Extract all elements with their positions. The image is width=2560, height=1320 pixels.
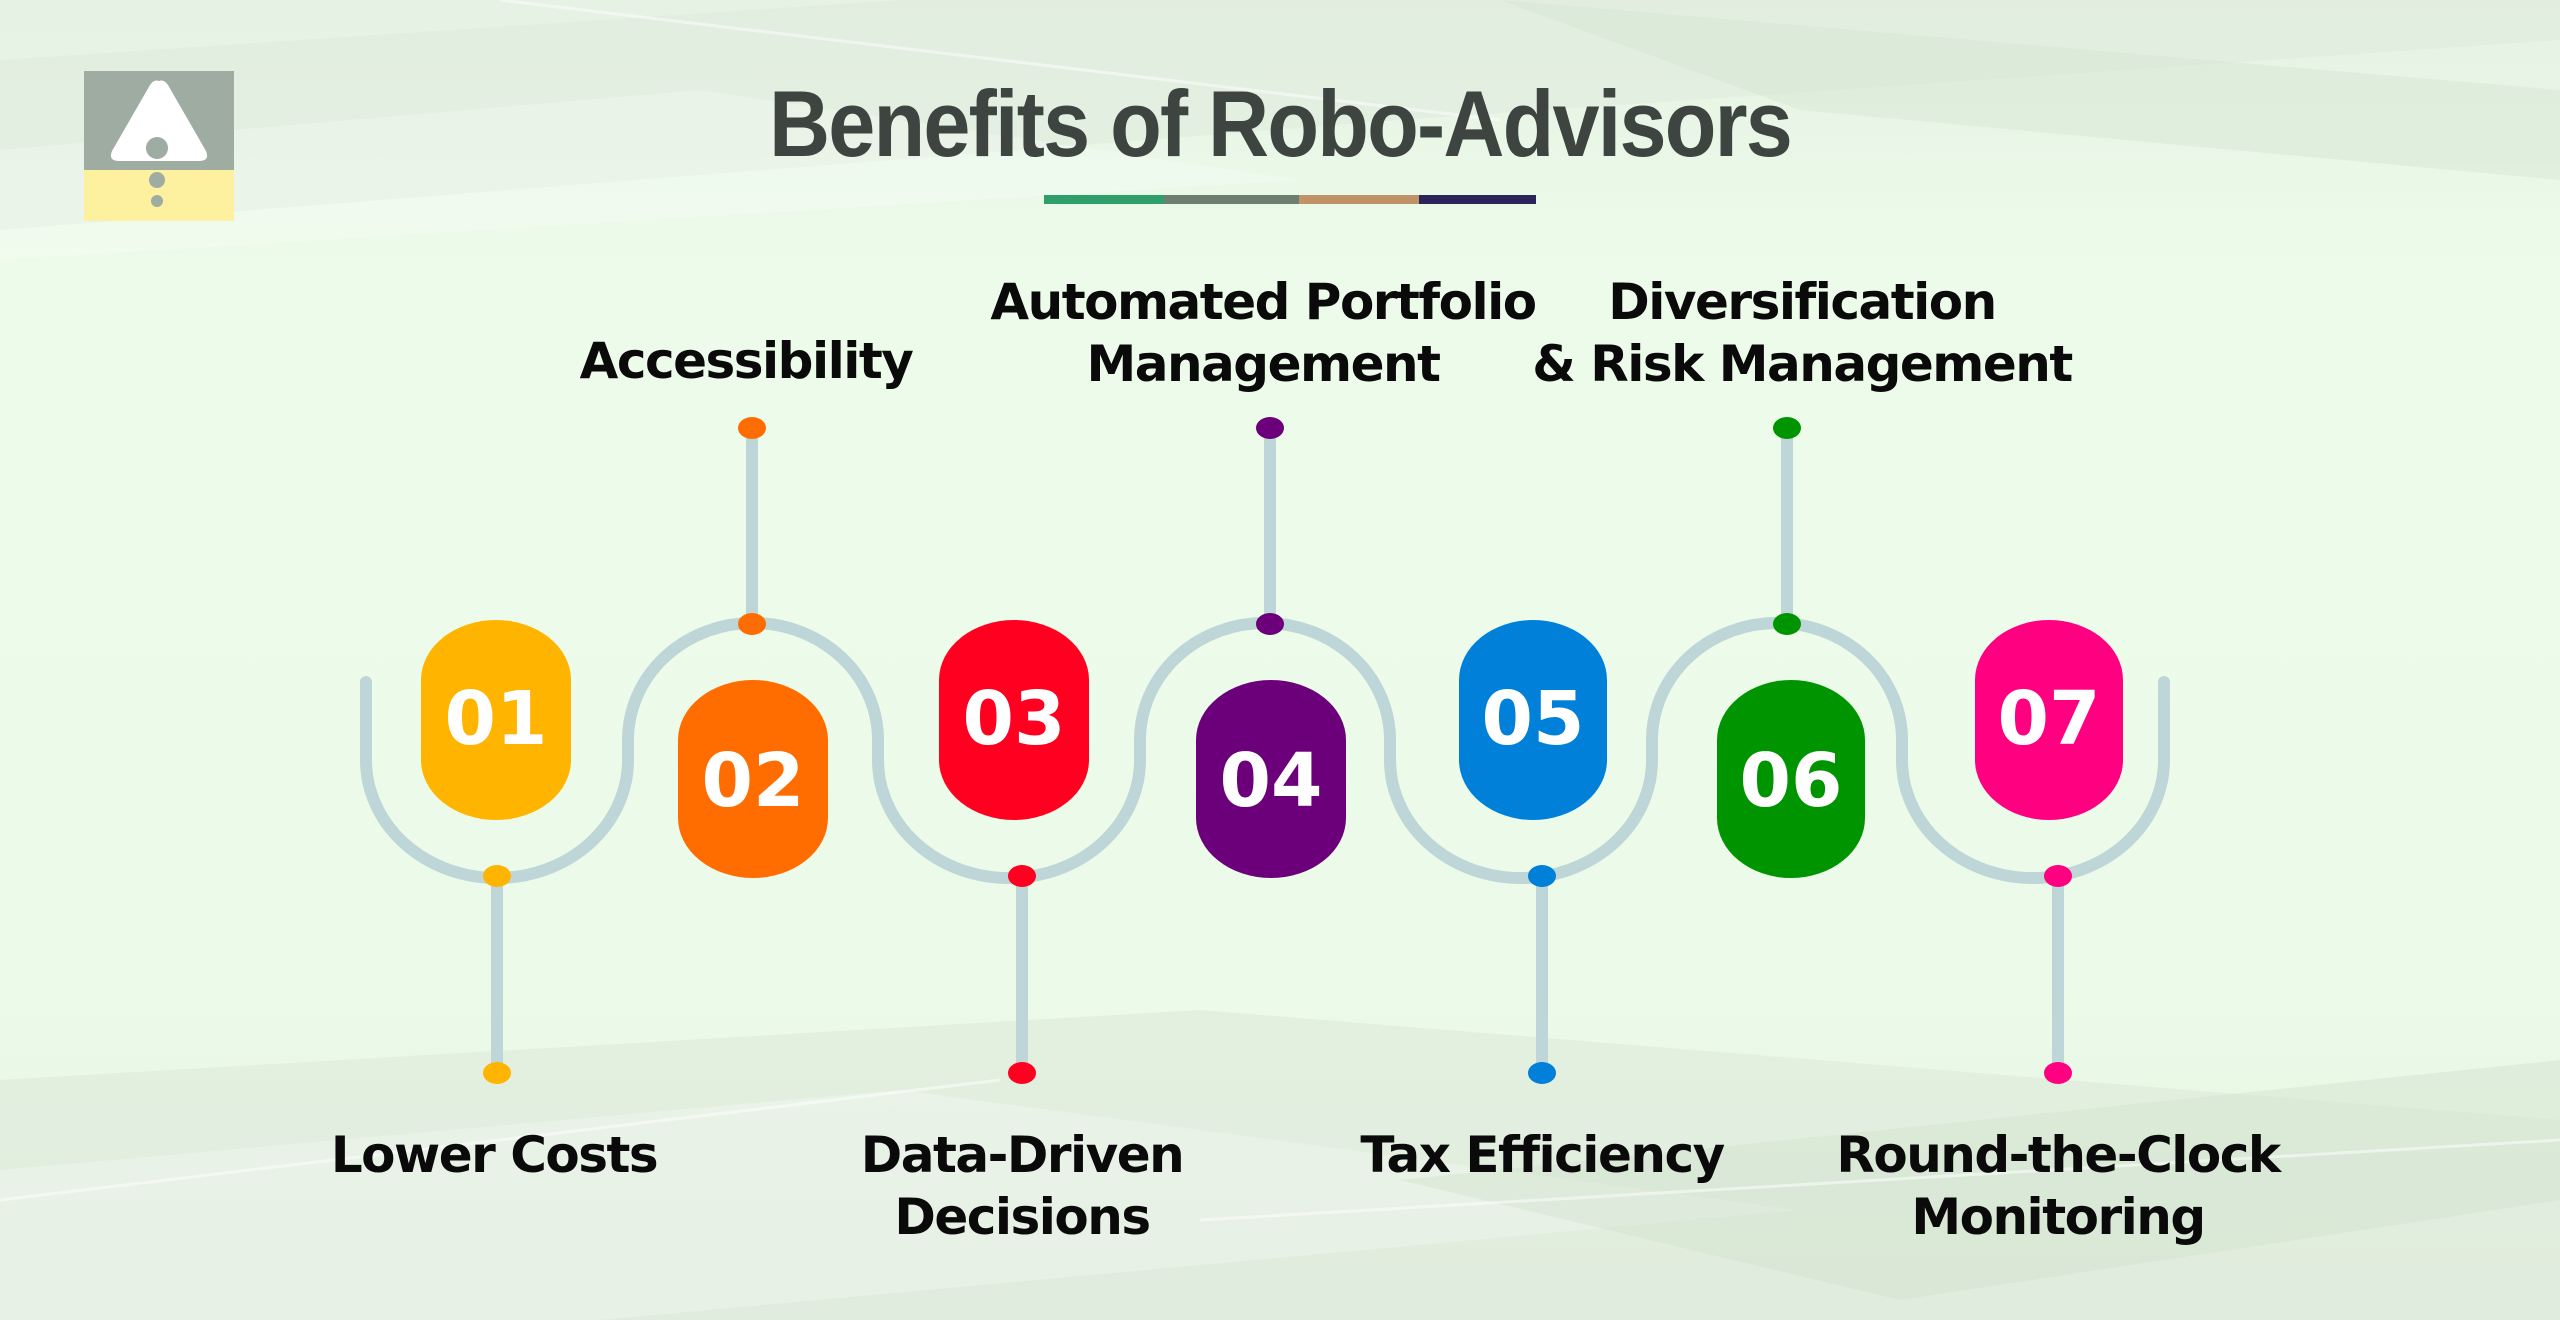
label-line: Decisions	[894, 1188, 1151, 1246]
dot-01-outer	[483, 1062, 511, 1084]
dot-06-outer	[1773, 417, 1801, 439]
step-number-01: 01	[445, 676, 548, 762]
dot-07-outer	[2044, 1062, 2072, 1084]
label-line: Tax Efficiency	[1360, 1126, 1725, 1184]
label-line: Data-Driven	[860, 1126, 1185, 1184]
logo	[84, 71, 234, 221]
step-label-04: Automated Portfolio Management	[990, 271, 1537, 395]
step-number-03: 03	[963, 676, 1066, 762]
step-number-04: 04	[1220, 738, 1323, 824]
step-number-06: 06	[1740, 738, 1843, 824]
dot-01-inner	[483, 865, 511, 887]
step-badge-03[interactable]	[939, 620, 1089, 820]
label-line: & Risk Management	[1532, 335, 2073, 393]
label-line: Automated Portfolio	[990, 273, 1537, 331]
step-badge-07[interactable]	[1975, 620, 2123, 820]
step-number-07: 07	[1998, 676, 2101, 762]
dot-04-outer	[1256, 417, 1284, 439]
dot-07-inner	[2044, 865, 2072, 887]
warning-triangle-icon	[110, 80, 208, 207]
dot-05-inner	[1528, 865, 1556, 887]
label-line: Monitoring	[1911, 1188, 2206, 1246]
dot-02-outer	[738, 417, 766, 439]
underline-segment	[1299, 195, 1419, 204]
underline-segment	[1044, 195, 1164, 204]
step-badge-06[interactable]	[1717, 680, 1865, 878]
step-badge-01[interactable]	[421, 620, 571, 820]
connectors	[491, 428, 2064, 1072]
step-badge-05[interactable]	[1459, 620, 1607, 820]
label-line: Lower Costs	[330, 1126, 659, 1184]
step-label-06: Diversification & Risk Management	[1532, 271, 2073, 395]
page-title: Benefits of Robo-Advisors	[769, 71, 1793, 176]
label-line: Management	[1086, 335, 1441, 393]
label-line: Diversification	[1608, 273, 1997, 331]
step-label-01: Lower Costs	[330, 1124, 659, 1186]
underline-segment	[1419, 195, 1536, 204]
dot-03-inner	[1008, 865, 1036, 887]
label-line: Accessibility	[579, 332, 914, 390]
step-number-02: 02	[702, 738, 805, 824]
step-number-05: 05	[1482, 676, 1585, 762]
dot-05-outer	[1528, 1062, 1556, 1084]
step-badge-04[interactable]	[1196, 680, 1346, 878]
step-label-05: Tax Efficiency	[1360, 1124, 1725, 1186]
label-line: Round-the-Clock	[1836, 1126, 2281, 1184]
underline-segment	[1164, 195, 1299, 204]
step-label-07: Round-the-Clock Monitoring	[1836, 1124, 2281, 1248]
step-label-03: Data-Driven Decisions	[860, 1124, 1185, 1248]
connector-dots	[483, 417, 2072, 1084]
step-label-02: Accessibility	[579, 330, 914, 392]
dot-03-outer	[1008, 1062, 1036, 1084]
step-badge-02[interactable]	[678, 680, 828, 878]
title-underline	[1044, 195, 1536, 204]
dot-04-inner	[1256, 613, 1284, 635]
dot-02-inner	[738, 613, 766, 635]
dot-06-inner	[1773, 613, 1801, 635]
